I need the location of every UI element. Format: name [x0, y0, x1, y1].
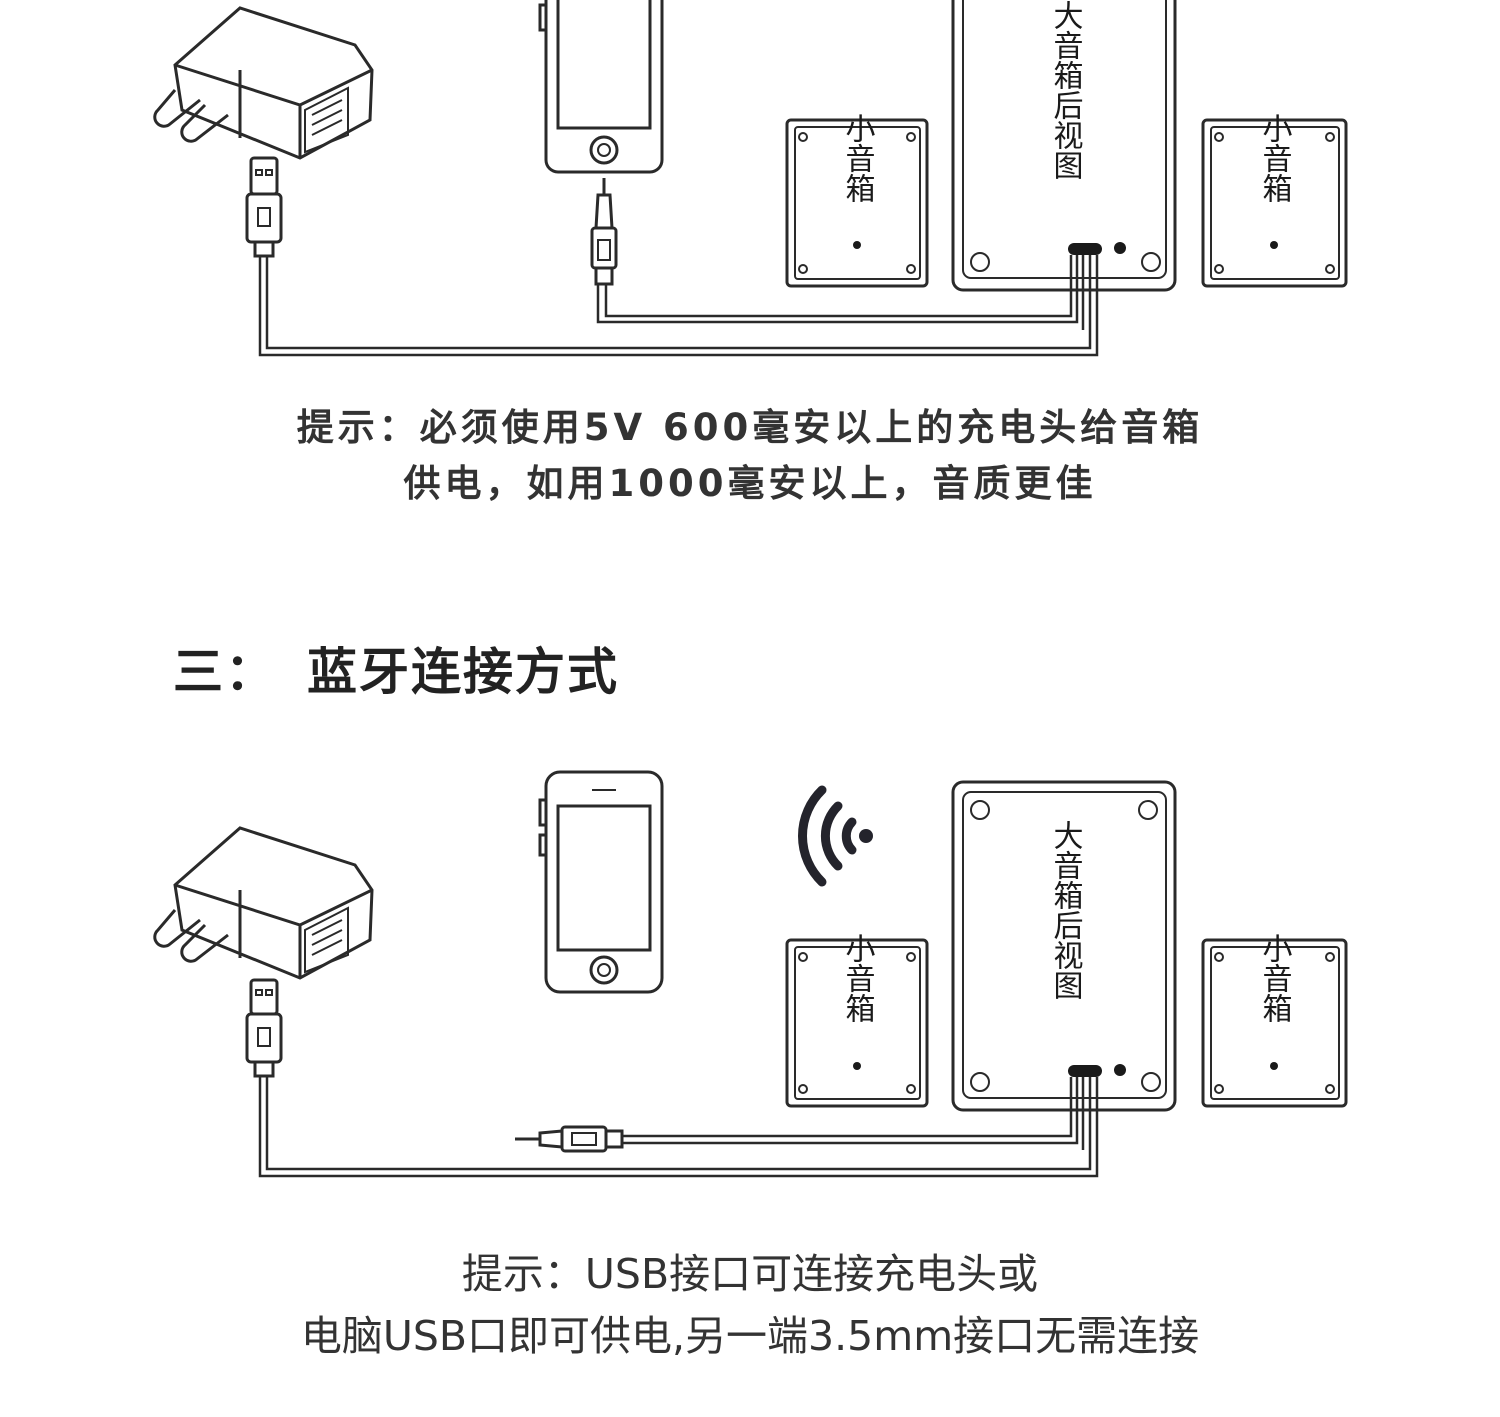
small-speaker-left: 小音箱 [785, 113, 929, 288]
note-bluetooth-line1: 提示：USB接口可连接充电头或 [461, 1250, 1039, 1298]
note-wired-line1: 提示：必须使用5V 600毫安以上的充电头给音箱 [296, 406, 1204, 449]
smartphone-icon [538, 0, 664, 174]
wireless-signal-icon [798, 785, 873, 887]
big-speaker-rear: 大音箱后视图 [951, 780, 1177, 1112]
cables [258, 1076, 1099, 1178]
big-speaker-rear: 大音箱后视图 [951, 0, 1177, 292]
section-title: 三： 蓝牙连接方式 [173, 632, 619, 704]
small-speaker-right-label: 小音箱 [1257, 113, 1293, 203]
note-wired-line2: 供电，如用1000毫安以上，音质更佳 [403, 462, 1097, 505]
small-speaker-left-label: 小音箱 [840, 933, 876, 1023]
note-bluetooth-line2: 电脑USB口即可供电,另一端3.5mm接口无需连接 [300, 1312, 1200, 1360]
audio-jack-icon [515, 1125, 624, 1153]
small-speaker-right-label: 小音箱 [1257, 933, 1293, 1023]
small-speaker-left-label: 小音箱 [840, 113, 876, 203]
wired-connection-diagram: 小音箱 大音箱后视图 小音箱 [153, 0, 1348, 357]
usb-plug-icon [245, 156, 283, 258]
audio-jack-icon [590, 178, 618, 286]
note-bluetooth: 提示：USB接口可连接充电头或 电脑USB口即可供电,另一端3.5mm接口无需连… [0, 1243, 1500, 1367]
power-adapter-icon [153, 826, 374, 980]
small-speaker-right: 小音箱 [1201, 933, 1348, 1108]
big-speaker-label: 大音箱后视图 [1048, 0, 1084, 180]
bluetooth-connection-diagram: 小音箱 大音箱后视图 小音箱 [153, 770, 1348, 1178]
note-wired: 提示：必须使用5V 600毫安以上的充电头给音箱 供电，如用1000毫安以上，音… [0, 400, 1500, 512]
small-speaker-right: 小音箱 [1201, 113, 1348, 288]
power-adapter-icon [153, 6, 374, 160]
smartphone-icon [538, 770, 664, 994]
cables [258, 255, 1099, 357]
section-heading: 蓝牙连接方式 [307, 643, 619, 701]
small-speaker-left: 小音箱 [785, 933, 929, 1108]
usb-plug-icon [245, 978, 283, 1078]
big-speaker-label: 大音箱后视图 [1048, 820, 1084, 1000]
section-number: 三： [173, 643, 277, 701]
